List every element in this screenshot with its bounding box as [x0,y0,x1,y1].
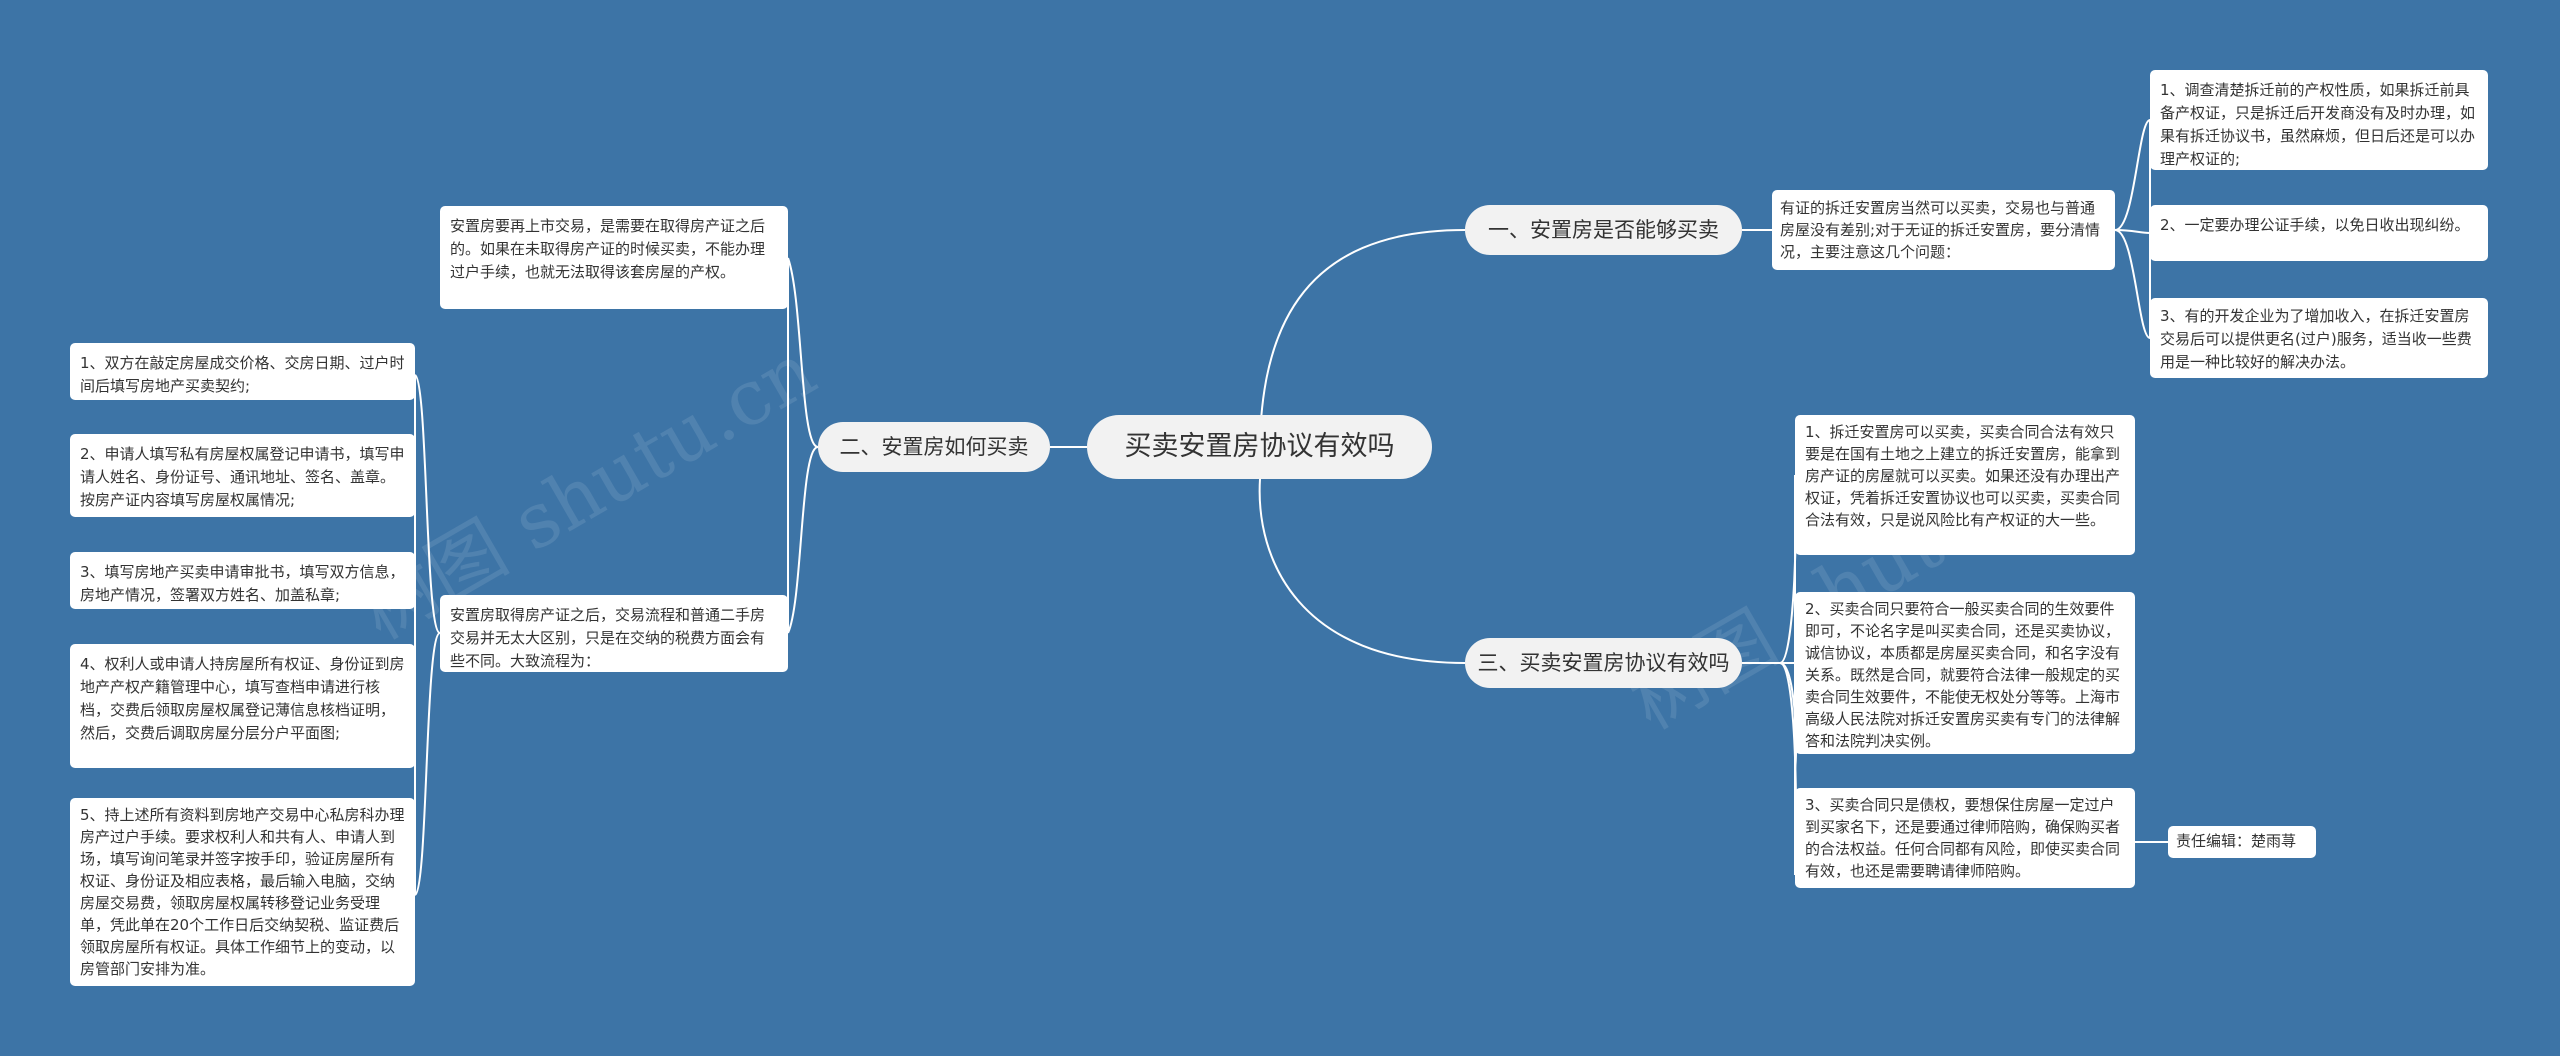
trade-step-4[interactable]: 4、权利人或申请人持房屋所有权证、身份证到房地产产权产籍管理中心，填写查档申请进… [70,644,415,768]
branch-how-to-trade[interactable]: 二、安置房如何买卖 [818,422,1050,472]
branch-can-trade-intro[interactable]: 有证的拆迁安置房当然可以买卖，交易也与普通房屋没有差别;对于无证的拆迁安置房，要… [1772,190,2115,270]
can-trade-item-1[interactable]: 1、调查清楚拆迁前的产权性质，如果拆迁前具备产权证，只是拆迁后开发商没有及时办理… [2150,70,2488,170]
trade-step-5[interactable]: 5、持上述所有资料到房地产交易中心私房科办理房产过户手续。要求权利人和共有人、申… [70,798,415,986]
can-trade-item-2[interactable]: 2、一定要办理公证手续，以免日收出现纠纷。 [2150,205,2488,261]
trade-step-2[interactable]: 2、申请人填写私有房屋权属登记申请书，填写申请人姓名、身份证号、通讯地址、签名、… [70,434,415,517]
root-topic[interactable]: 买卖安置房协议有效吗 [1087,415,1432,479]
editor-credit[interactable]: 责任编辑：楚雨荨 [2168,826,2316,858]
branch-agreement-valid[interactable]: 三、买卖安置房协议有效吗 [1465,638,1742,688]
how-to-trade-note-2[interactable]: 安置房取得房产证之后，交易流程和普通二手房交易并无太大区别，只是在交纳的税费方面… [440,595,788,672]
trade-step-1[interactable]: 1、双方在敲定房屋成交价格、交房日期、过户时间后填写房地产买卖契约; [70,343,415,400]
agreement-valid-item-2[interactable]: 2、买卖合同只要符合一般买卖合同的生效要件即可，不论名字是叫买卖合同，还是买卖协… [1795,592,2135,754]
agreement-valid-item-3[interactable]: 3、买卖合同只是债权，要想保住房屋一定过户到买家名下，还是要通过律师陪购，确保购… [1795,788,2135,888]
can-trade-item-3[interactable]: 3、有的开发企业为了增加收入，在拆迁安置房交易后可以提供更名(过户)服务，适当收… [2150,298,2488,378]
branch-can-trade[interactable]: 一、安置房是否能够买卖 [1465,205,1742,255]
agreement-valid-item-1[interactable]: 1、拆迁安置房可以买卖，买卖合同合法有效只要是在国有土地之上建立的拆迁安置房，能… [1795,415,2135,555]
trade-step-3[interactable]: 3、填写房地产买卖申请审批书，填写双方信息，房地产情况，签署双方姓名、加盖私章; [70,552,415,609]
how-to-trade-note-1[interactable]: 安置房要再上市交易，是需要在取得房产证之后的。如果在未取得房产证的时候买卖，不能… [440,206,788,309]
